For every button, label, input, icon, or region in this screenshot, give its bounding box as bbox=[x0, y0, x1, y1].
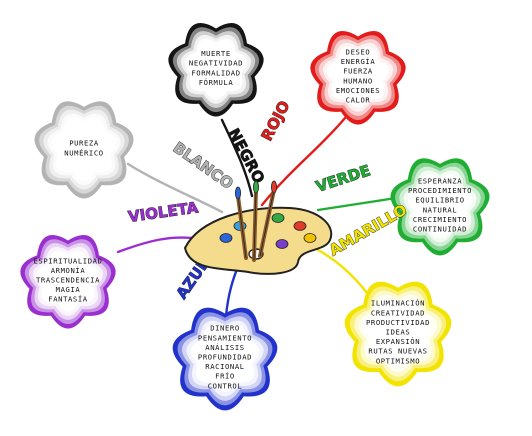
cloud-core-violeta bbox=[38, 252, 98, 310]
cloud-text-verde: CONTINUIDAD bbox=[413, 225, 467, 234]
cloud-text-violeta: MAGIA bbox=[56, 285, 81, 294]
cloud-text-amarillo: ILUMINACIÓN bbox=[371, 299, 425, 308]
cloud-core-rojo bbox=[328, 48, 388, 106]
brush-outline bbox=[259, 189, 275, 257]
cloud-core-negro bbox=[186, 40, 246, 98]
cloud-text-amarillo: PRODUCTIVIDAD bbox=[366, 318, 430, 327]
cloud-text-azul: RACIONAL bbox=[205, 362, 244, 371]
cloud-text-amarillo: OPTIMISMO bbox=[376, 356, 420, 365]
branch-label-violeta: VIOLETA bbox=[127, 198, 200, 226]
paint-daub bbox=[275, 239, 289, 249]
brush-tip bbox=[252, 180, 259, 194]
connector-violeta bbox=[116, 236, 194, 254]
branch-label-blanco: BLANCO bbox=[170, 139, 237, 193]
branch-label-rojo: ROJO bbox=[258, 98, 294, 144]
cloud-text-azul: FRÍO bbox=[215, 372, 235, 381]
cloud-text-verde: PROCEDIMIENTO bbox=[408, 186, 472, 195]
cloud-text-azul: PENSAMIENTO bbox=[198, 333, 252, 342]
branch-label-amarillo: AMARILLO bbox=[326, 201, 410, 260]
cloud-text-negro: MUERTE bbox=[201, 49, 231, 58]
cloud-text-blanco: PUREZA bbox=[69, 139, 99, 148]
connector-blanco bbox=[126, 162, 224, 214]
brush-outline bbox=[237, 195, 247, 259]
cloud-text-rojo: CALOR bbox=[346, 96, 371, 105]
brush-tip bbox=[270, 180, 277, 194]
cloud-core-verde bbox=[409, 176, 471, 236]
paint-palette-icon bbox=[183, 180, 333, 275]
paint-daub bbox=[303, 233, 317, 243]
cloud-text-rojo: HUMANO bbox=[343, 76, 373, 85]
cloud-text-violeta: FANTASÍA bbox=[48, 295, 87, 304]
cloud-text-verde: EQUILIBRIO bbox=[415, 196, 464, 205]
cloud-text-rojo: FUERZA bbox=[343, 67, 373, 76]
paint-daub bbox=[271, 213, 285, 223]
cloud-text-negro: FORMALIDAD bbox=[191, 68, 240, 77]
cloud-text-amarillo: IDEAS bbox=[386, 328, 411, 337]
concept-clouds: MUERTENEGATIVIDADFORMALIDADFÓRMULADESEOE… bbox=[20, 23, 490, 411]
cloud-core-amarillo bbox=[365, 301, 431, 366]
cloud-text-azul: CONTROL bbox=[208, 381, 243, 390]
cloud-text-azul: ANÁLISIS bbox=[205, 343, 244, 352]
paint-daub bbox=[219, 233, 233, 243]
connector-amarillo bbox=[316, 248, 374, 302]
cloud-verde: ESPERANZAPROCEDIMIENTOEQUILIBRIONATURALC… bbox=[390, 158, 490, 256]
branch-label-verde: VERDE bbox=[314, 161, 373, 195]
cloud-text-violeta: ESPIRITUALIDAD bbox=[34, 256, 103, 265]
connector-verde bbox=[316, 196, 398, 212]
cloud-azul: DINEROPENSAMIENTOANÁLISISPROFUNDIDADRACI… bbox=[172, 307, 278, 411]
cloud-text-rojo: DESEO bbox=[346, 48, 371, 57]
cloud-core-azul bbox=[192, 326, 258, 390]
paint-daub bbox=[293, 221, 307, 231]
cloud-text-amarillo: CREATIVIDAD bbox=[371, 308, 425, 317]
cloud-text-amarillo: RUTAS NUEVAS bbox=[368, 347, 427, 356]
cloud-text-rojo: ENERGÍA bbox=[341, 57, 376, 66]
cloud-text-verde: ESPERANZA bbox=[418, 177, 462, 186]
cloud-core-blanco bbox=[53, 119, 115, 179]
cloud-text-blanco: NUMÉRICO bbox=[64, 148, 103, 157]
cloud-text-azul: DINERO bbox=[210, 324, 240, 333]
cloud-violeta: ESPIRITUALIDADARMONÍATRASCENDENCIAMAGIAF… bbox=[20, 235, 116, 329]
cloud-text-negro: FÓRMULA bbox=[199, 78, 234, 87]
connector-negro bbox=[220, 118, 254, 198]
brush-tip bbox=[234, 186, 241, 200]
cloud-text-violeta: ARMONÍA bbox=[51, 266, 86, 275]
cloud-text-negro: NEGATIVIDAD bbox=[189, 59, 243, 68]
cloud-text-verde: CRECIMIENTO bbox=[413, 215, 467, 224]
cloud-text-amarillo: EXPANSIÓN bbox=[376, 337, 420, 346]
cloud-text-azul: PROFUNDIDAD bbox=[198, 353, 252, 362]
brush-outline bbox=[253, 189, 257, 261]
cloud-text-violeta: TRASCENDENCIA bbox=[36, 276, 100, 285]
cloud-text-verde: NATURAL bbox=[423, 205, 458, 214]
cloud-text-rojo: EMOCIONES bbox=[336, 86, 380, 95]
cloud-amarillo: ILUMINACIÓNCREATIVIDADPRODUCTIVIDADIDEAS… bbox=[344, 281, 452, 387]
